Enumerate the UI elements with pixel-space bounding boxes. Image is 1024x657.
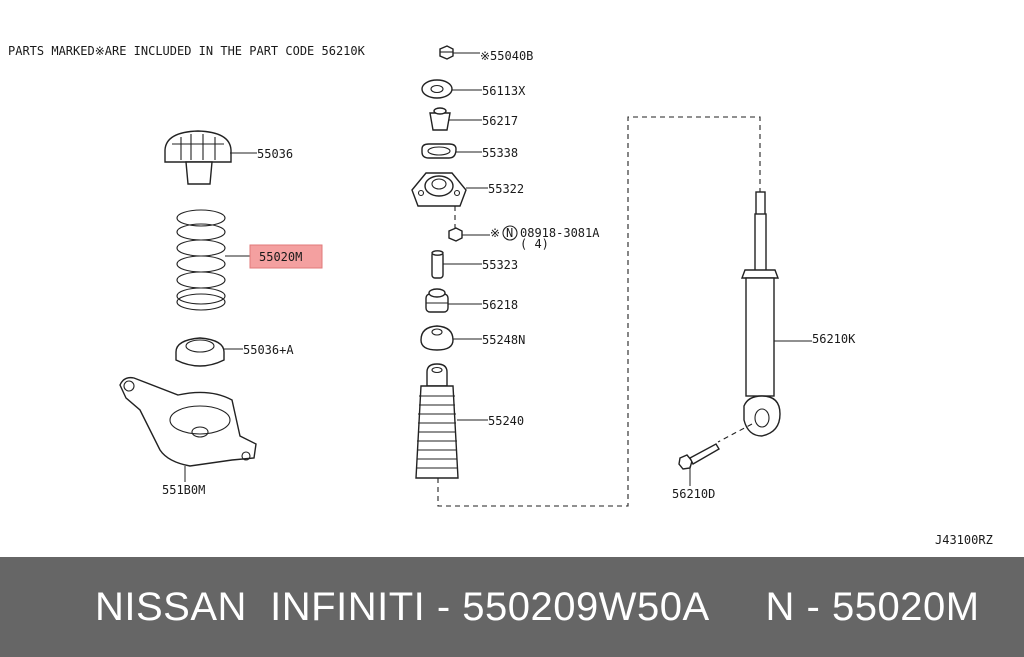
label-08918-3081A[interactable]: 08918-3081A	[520, 226, 600, 240]
label-55338[interactable]: 55338	[482, 146, 518, 160]
label-56113X[interactable]: 56113X	[482, 84, 526, 98]
assembly-line-56210D	[717, 423, 753, 443]
label-55248N[interactable]: 55248N	[482, 333, 525, 347]
label-56210K[interactable]: 56210K	[812, 332, 856, 346]
label-551B0M[interactable]: 551B0M	[162, 483, 205, 497]
part-55036A[interactable]	[175, 337, 243, 367]
label-08918-circle-letter: N	[506, 226, 513, 240]
parts-note: PARTS MARKED※ARE INCLUDED IN THE PART CO…	[8, 44, 366, 58]
label-56210D[interactable]: 56210D	[672, 487, 715, 501]
part-55338[interactable]	[421, 143, 482, 159]
part-55322[interactable]	[411, 172, 488, 207]
highlight-55020M	[249, 244, 323, 269]
part-56217[interactable]	[429, 107, 482, 131]
label-55036[interactable]: 55036	[257, 147, 293, 161]
label-56217[interactable]: 56217	[482, 114, 518, 128]
parts-diagram: PARTS MARKED※ARE INCLUDED IN THE PART CO…	[8, 44, 993, 547]
footer-part-numbers: NISSAN INFINITI - 550209W50A N - 55020M	[95, 584, 980, 629]
part-56218[interactable]	[425, 288, 482, 313]
label-08918-prefix[interactable]: ※	[490, 226, 500, 240]
part-55020M[interactable]	[176, 209, 250, 311]
label-08918-circle	[502, 225, 518, 241]
label-08918-qty: ( 4)	[520, 237, 549, 251]
part-08918-3081A[interactable]	[448, 227, 490, 242]
part-55036[interactable]	[164, 130, 257, 185]
assembly-bracket	[437, 116, 761, 507]
part-55040B[interactable]	[439, 45, 480, 60]
part-55248N[interactable]	[420, 325, 482, 351]
label-56218[interactable]: 56218	[482, 298, 518, 312]
part-551B0M[interactable]	[119, 376, 257, 482]
label-55020M[interactable]: 55020M	[259, 250, 302, 264]
label-55323[interactable]: 55323	[482, 258, 518, 272]
label-55240[interactable]: 55240	[488, 414, 524, 428]
footer-banner: NISSAN INFINITI - 550209W50A N - 55020M	[0, 557, 1024, 657]
part-56210D[interactable]	[678, 443, 720, 486]
part-56113X[interactable]	[421, 79, 482, 99]
diagram-code: J43100RZ	[935, 533, 993, 547]
label-55322[interactable]: 55322	[488, 182, 524, 196]
label-55036A[interactable]: 55036+A	[243, 343, 294, 357]
part-56210K[interactable]	[740, 191, 812, 437]
part-55240[interactable]	[415, 363, 488, 479]
label-55040B[interactable]: ※55040B	[480, 49, 533, 63]
part-55323[interactable]	[431, 250, 482, 279]
